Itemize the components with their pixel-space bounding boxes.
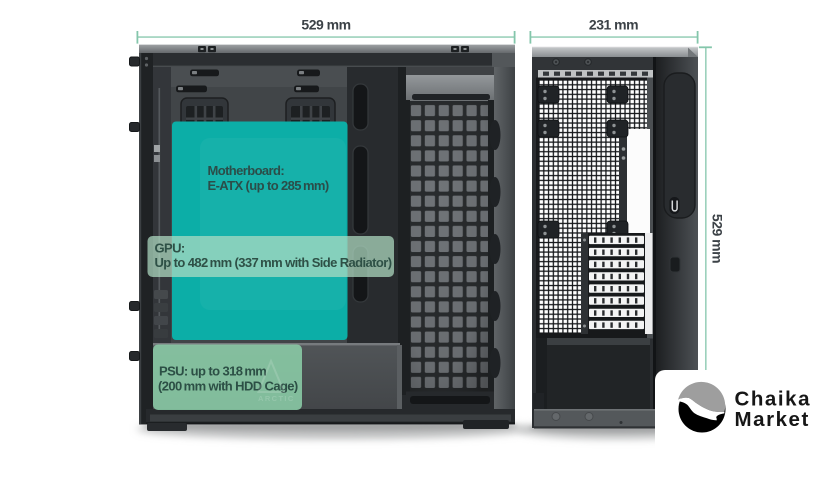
svg-text:E-ATX (up to 285 mm): E-ATX (up to 285 mm) [208, 178, 329, 193]
svg-text:529 mm: 529 mm [301, 17, 350, 33]
svg-text:Up to 482 mm (337 mm with Side: Up to 482 mm (337 mm with Side Radiator) [155, 255, 392, 270]
svg-text:PSU: up to 318 mm: PSU: up to 318 mm [159, 364, 266, 379]
svg-text:Market: Market [735, 408, 810, 431]
svg-text:(200 mm with HDD Cage): (200 mm with HDD Cage) [158, 379, 298, 394]
svg-text:529 mm: 529 mm [710, 214, 726, 263]
svg-text:ARCTIC: ARCTIC [258, 394, 295, 403]
svg-text:GPU:: GPU: [155, 241, 185, 256]
svg-text:Chaika: Chaika [735, 388, 812, 411]
svg-text:231 mm: 231 mm [589, 17, 638, 33]
svg-text:Motherboard:: Motherboard: [208, 163, 285, 178]
